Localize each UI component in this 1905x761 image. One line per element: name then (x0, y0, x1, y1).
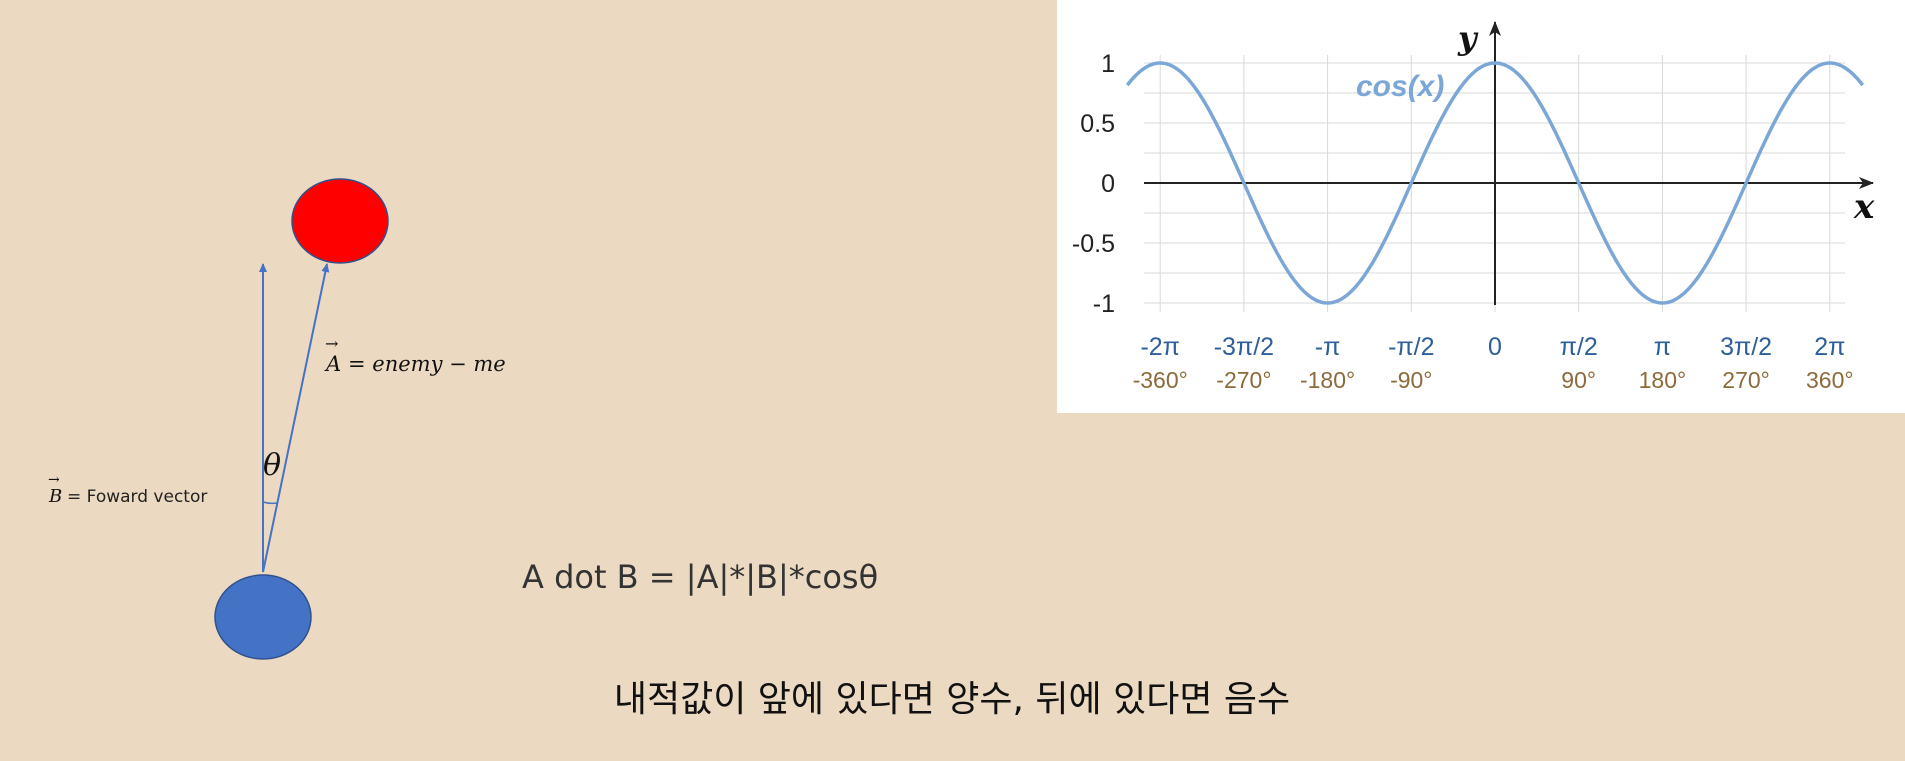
me-circle (214, 574, 312, 660)
y-tick-label: -0.5 (1072, 230, 1115, 258)
vector-b-label: → B = Foward vector (48, 472, 207, 507)
x-tick-labels: -2π -360° -3π/2 -270° -π -180° -π/2 -90° 0 π/2 90°… (1133, 333, 1854, 393)
x-tick-label-radians: -π/2 (1388, 333, 1434, 361)
cosine-chart: x y cos(x) 1 0.5 0 -0.5 -1 -2π -360° -3π/2 -270… (1057, 0, 1905, 413)
series-label-cos: cos(x) (1356, 70, 1444, 103)
x-tick-label-radians: -3π/2 (1214, 333, 1274, 361)
y-tick-label: 0 (1101, 170, 1115, 198)
x-axis-label: x (1853, 187, 1875, 227)
x-tick-label-degrees: 360° (1806, 367, 1854, 393)
x-tick-label-degrees: -360° (1133, 367, 1188, 393)
x-tick-label-degrees: -180° (1300, 367, 1355, 393)
x-tick-label-radians: π/2 (1560, 333, 1598, 361)
dot-product-formula: A dot B = |A|*|B|*cosθ (522, 558, 878, 596)
x-tick-label-degrees: -90° (1390, 367, 1432, 393)
vector-diagram: θ → A = enemy − me → B = Foward vector (48, 178, 506, 660)
vector-a-letter: A (324, 352, 341, 376)
x-tick-label-radians: -π (1315, 333, 1341, 361)
caption-text: 내적값이 앞에 있다면 양수, 뒤에 있다면 음수 (614, 679, 1290, 720)
vector-a-definition: = enemy − me (348, 352, 506, 376)
y-tick-label: 0.5 (1080, 110, 1115, 138)
x-tick-label-degrees: 180° (1639, 367, 1687, 393)
vector-b-letter: B (48, 486, 62, 507)
chart-panel (1057, 0, 1905, 413)
x-tick-label-degrees: 270° (1722, 367, 1770, 393)
x-tick-label-radians: 0 (1488, 333, 1502, 361)
x-tick-label-radians: -2π (1140, 333, 1179, 361)
theta-arc (262, 501, 278, 505)
vector-b-definition: = Foward vector (67, 487, 207, 507)
cos-curve-line (1125, 61, 1865, 305)
vector-b-arrow-symbol: → (48, 472, 60, 488)
y-axis-label: y (1457, 19, 1479, 57)
y-tick-labels: 1 0.5 0 -0.5 -1 (1072, 50, 1115, 318)
vector-a-arrow-symbol: → (325, 334, 338, 353)
enemy-circle (291, 178, 389, 264)
x-tick-label-degrees: 90° (1561, 367, 1596, 393)
enemy-vector-arrow (262, 263, 330, 573)
x-tick-label-radians: 2π (1814, 333, 1845, 361)
vector-a-label: → A = enemy − me (324, 334, 506, 376)
x-tick-label-degrees: -270° (1216, 367, 1271, 393)
theta-label: θ (263, 448, 281, 483)
y-tick-label: 1 (1101, 50, 1115, 78)
x-tick-label-radians: 3π/2 (1720, 333, 1772, 361)
x-tick-label-radians: π (1654, 333, 1671, 361)
y-tick-label: -1 (1093, 290, 1115, 318)
